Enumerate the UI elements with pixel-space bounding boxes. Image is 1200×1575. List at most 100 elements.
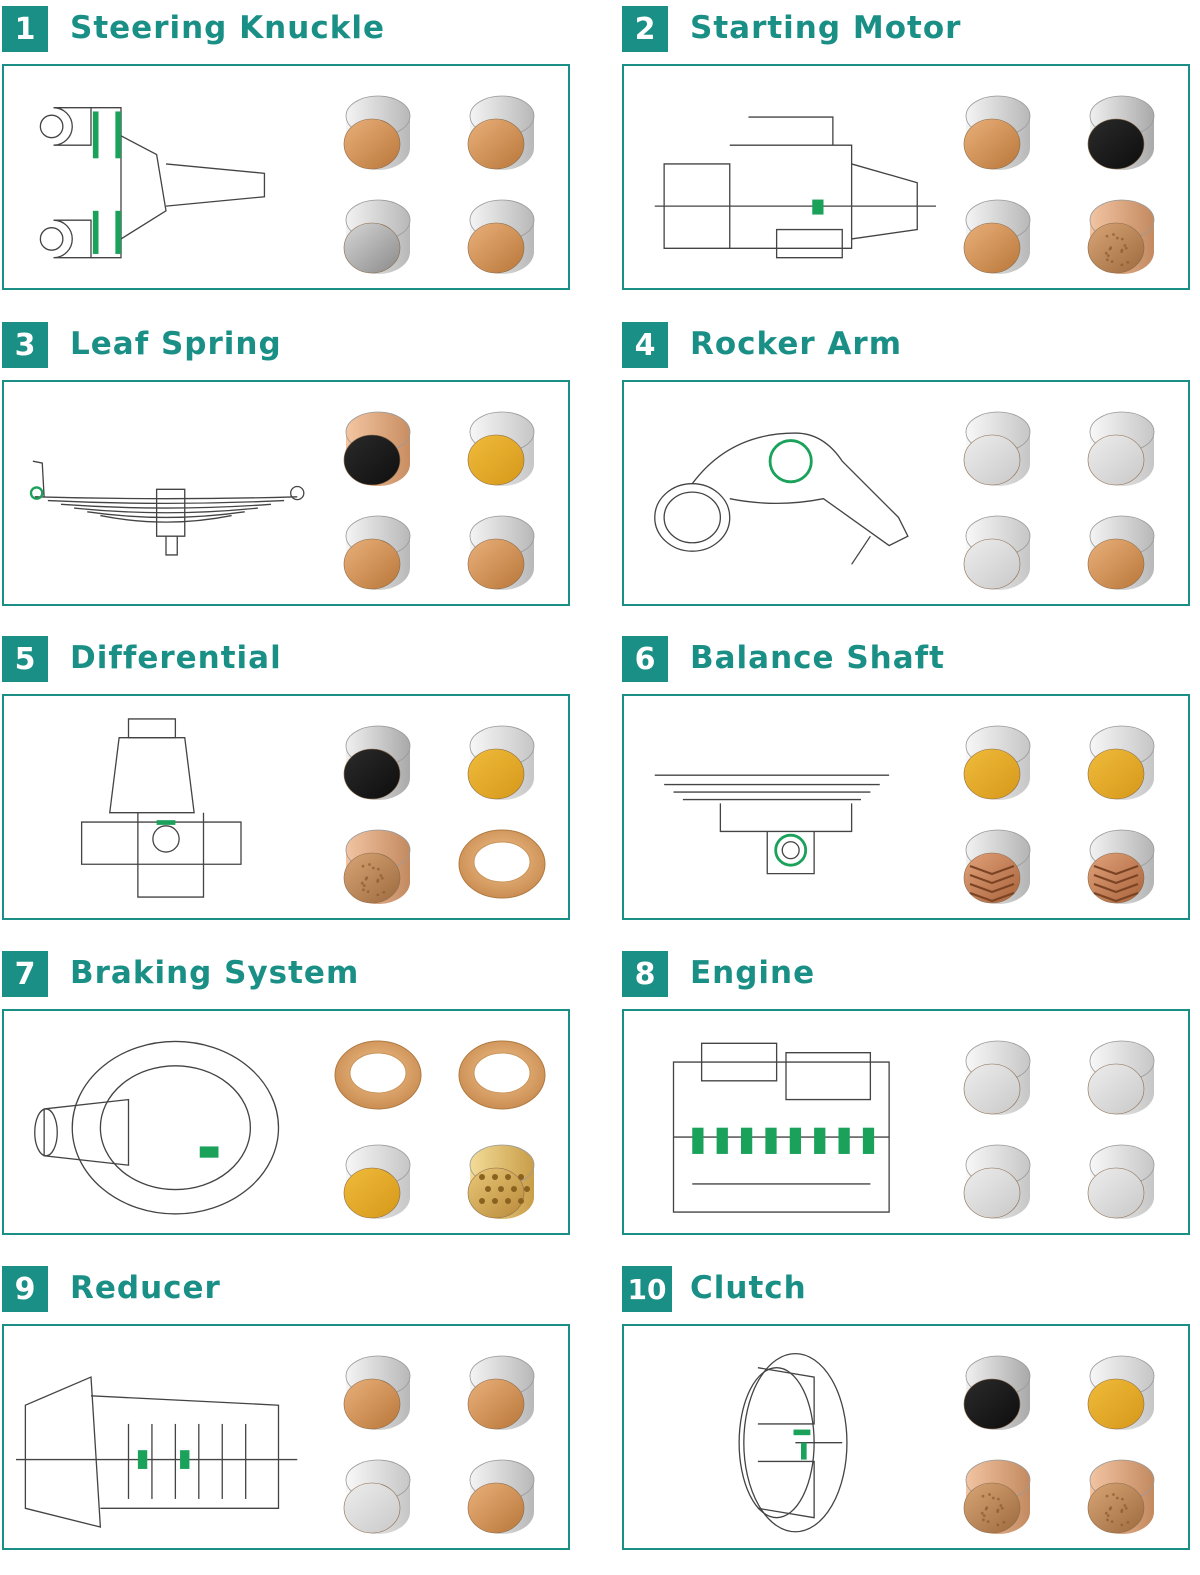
application-number-badge: 8 (622, 951, 668, 997)
application-header: 10 Clutch (622, 1260, 1194, 1312)
application-title: Rocker Arm (690, 326, 903, 362)
rocker-arm-drawing (654, 432, 909, 565)
application-title: Starting Motor (690, 10, 962, 46)
engine-drawing (672, 1042, 890, 1213)
application-title: Reducer (70, 1270, 221, 1306)
bushing-icon (963, 515, 1031, 590)
application-number-badge: 7 (2, 951, 48, 997)
application-panel (2, 1009, 570, 1235)
application-card: 3 Leaf Spring (2, 316, 574, 606)
bushing-icon (963, 725, 1031, 800)
application-panel (2, 64, 570, 290)
bushing-icon (1087, 829, 1155, 904)
bushing-icon (343, 515, 411, 590)
bushing-icon (467, 1355, 535, 1430)
application-title: Clutch (690, 1270, 807, 1306)
application-number-badge: 3 (2, 322, 48, 368)
application-panel (2, 1324, 570, 1550)
bushing-icon (343, 199, 411, 274)
application-card: 2 Starting Motor (622, 0, 1194, 290)
bushing-icon (467, 725, 535, 800)
thrust-washer-icon (458, 1040, 546, 1110)
application-number-badge: 4 (622, 322, 668, 368)
application-card: 8 Engine (622, 945, 1194, 1235)
bushing-icon (343, 1459, 411, 1534)
differential-drawing (80, 718, 242, 898)
leaf-spring-drawing (29, 460, 305, 556)
application-header: 7 Braking System (2, 945, 574, 997)
bushing-icon (467, 411, 535, 486)
balance-shaft-drawing (654, 774, 890, 875)
bushing-icon (467, 1459, 535, 1534)
bushing-icon (1087, 1144, 1155, 1219)
application-number-badge: 5 (2, 636, 48, 682)
bushing-icon (467, 1144, 535, 1219)
application-title: Braking System (70, 955, 360, 991)
application-number-badge: 10 (622, 1266, 672, 1312)
bushing-icon (1087, 411, 1155, 486)
bushing-icon (1087, 95, 1155, 170)
bushing-icon (963, 199, 1031, 274)
bushing-icon (1087, 515, 1155, 590)
application-header: 3 Leaf Spring (2, 316, 574, 368)
bushing-icon (343, 725, 411, 800)
thrust-washer-icon (334, 1040, 422, 1110)
clutch-drawing (738, 1352, 848, 1533)
bushing-icon (467, 95, 535, 170)
application-header: 6 Balance Shaft (622, 630, 1194, 682)
application-card: 10 Clutch (622, 1260, 1194, 1550)
application-panel (622, 1009, 1190, 1235)
bushing-icon (343, 95, 411, 170)
bushing-icon (1087, 1040, 1155, 1115)
bushing-icon (963, 829, 1031, 904)
application-header: 9 Reducer (2, 1260, 574, 1312)
application-panel (622, 1324, 1190, 1550)
application-header: 2 Starting Motor (622, 0, 1194, 52)
bushing-icon (963, 1459, 1031, 1534)
application-panel (622, 694, 1190, 920)
bushing-icon (1087, 1355, 1155, 1430)
bushing-icon (1087, 725, 1155, 800)
bushing-icon (343, 1144, 411, 1219)
bushing-icon (343, 1355, 411, 1430)
application-panel (2, 694, 570, 920)
application-number-badge: 1 (2, 6, 48, 52)
bushing-icon (1087, 199, 1155, 274)
application-title: Balance Shaft (690, 640, 945, 676)
application-title: Engine (690, 955, 816, 991)
application-panel (622, 380, 1190, 606)
thrust-washer-icon (458, 829, 546, 899)
application-header: 4 Rocker Arm (622, 316, 1194, 368)
bushing-icon (343, 829, 411, 904)
application-number-badge: 9 (2, 1266, 48, 1312)
bushing-icon (963, 1040, 1031, 1115)
bushing-icon (467, 515, 535, 590)
application-card: 6 Balance Shaft (622, 630, 1194, 920)
application-header: 8 Engine (622, 945, 1194, 997)
bushing-icon (467, 199, 535, 274)
bushing-icon (963, 95, 1031, 170)
bushing-icon (963, 1355, 1031, 1430)
bushing-icon (343, 411, 411, 486)
application-header: 5 Differential (2, 630, 574, 682)
steering-knuckle-drawing (39, 107, 266, 259)
application-header: 1 Steering Knuckle (2, 0, 574, 52)
application-title: Steering Knuckle (70, 10, 385, 46)
application-number-badge: 2 (622, 6, 668, 52)
bushing-icon (1087, 1459, 1155, 1534)
application-card: 5 Differential (2, 630, 574, 920)
application-title: Leaf Spring (70, 326, 282, 362)
braking-system-drawing (34, 1040, 280, 1215)
application-card: 9 Reducer (2, 1260, 574, 1550)
application-card: 4 Rocker Arm (622, 316, 1194, 606)
application-card: 7 Braking System (2, 945, 574, 1235)
application-panel (2, 380, 570, 606)
application-title: Differential (70, 640, 282, 676)
application-number-badge: 6 (622, 636, 668, 682)
reducer-drawing (16, 1376, 298, 1528)
starting-motor-drawing (654, 116, 936, 259)
application-panel (622, 64, 1190, 290)
bushing-icon (963, 411, 1031, 486)
bushing-icon (963, 1144, 1031, 1219)
application-card: 1 Steering Knuckle (2, 0, 574, 290)
